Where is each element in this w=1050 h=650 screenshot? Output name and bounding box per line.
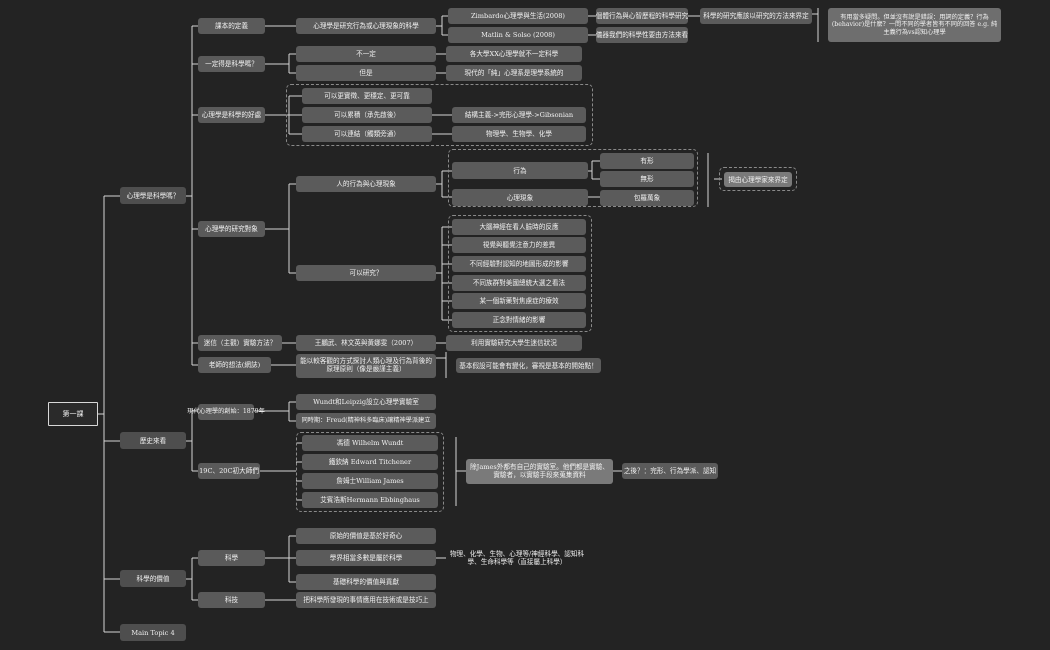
research-item-6[interactable]: 正念對情緒的影響 — [452, 312, 586, 328]
node-def[interactable]: 課本的定義 — [198, 18, 265, 34]
node-value[interactable]: 科學的價值 — [120, 570, 186, 587]
node-topic4[interactable]: Main Topic 4 — [120, 624, 186, 641]
research-item-2[interactable]: 視覺與聽覺注意力的差異 — [452, 237, 586, 253]
masters-group-frame — [296, 432, 444, 512]
decide-frame — [719, 167, 797, 191]
def-zim[interactable]: Zimbardo心理學與生活(2008) — [448, 8, 588, 24]
def-zim-note[interactable]: 個體行為與心智歷程的科學研究 — [596, 8, 688, 24]
good-a[interactable]: 可以更實徵、更穩定、更可靠 — [302, 88, 432, 104]
object-decide[interactable]: 揭由心理學家來界定 — [724, 172, 792, 187]
def-zim-note2[interactable]: 科學的研究應該以研究的方法來界定 — [700, 8, 812, 24]
history-masters[interactable]: 19C、20C初大師們 — [198, 463, 260, 479]
history-wundt-lab[interactable]: Wundt和Leipzig設立心理學實驗室 — [296, 394, 436, 410]
history-freud[interactable]: 同時期：Freud(精神科多臨床)讓精神學派建立 — [296, 413, 436, 429]
def-matlin-note[interactable]: 儀器我們的科學性要由方法來看 — [596, 27, 688, 43]
node-history[interactable]: 歷史來看 — [120, 432, 186, 449]
node-teacher[interactable]: 老師的想法(網誌) — [198, 357, 271, 373]
must-but-note[interactable]: 現代的「純」心理系是理學系統的 — [446, 65, 582, 81]
node-good[interactable]: 心理學是科學的好處 — [198, 107, 265, 123]
object-research[interactable]: 可以研究？ — [296, 265, 436, 281]
value-tech[interactable]: 科技 — [198, 592, 265, 608]
def-main[interactable]: 心理學是研究行為或心理現象的科學 — [296, 18, 436, 34]
method-main[interactable]: 王鵬武、林文英與黃娜雯（2007） — [296, 335, 436, 351]
must-no-note[interactable]: 各大學XX心理學就不一定科學 — [446, 46, 582, 62]
research-item-4[interactable]: 不同族群對美國總統大選之看法 — [452, 275, 586, 291]
science-2-note[interactable]: 物理、化學、生物、心理等/神經科學、認知科學、生命科學等（直接屬上科學） — [449, 550, 585, 566]
science-3[interactable]: 基礎科學的價值與貢獻 — [296, 574, 436, 590]
node-method[interactable]: 迷信（主觀）實驗方法？ — [198, 335, 282, 351]
def-matlin[interactable]: Matlin & Solso (2008) — [448, 27, 588, 43]
teacher-main[interactable]: 能以較客觀的方式探討人類心理及行為背後的原理原則（像是嚴謹主義） — [296, 354, 436, 378]
research-item-3[interactable]: 不同經驗對認知的地圖形成的影響 — [452, 256, 586, 272]
masters-note[interactable]: 除James外都有自己的實驗室。他們都是實驗、實驗者，以實驗手段來蒐集資料 — [466, 459, 613, 484]
object-all[interactable]: 包羅萬象 — [600, 190, 694, 206]
good-b-note[interactable]: 結構主義->完形心理學->Gibsonian — [452, 107, 586, 123]
science-2[interactable]: 學界相當多數是屬於科學 — [296, 550, 436, 566]
must-but[interactable]: 但是 — [296, 65, 436, 81]
research-group-frame — [448, 215, 592, 332]
teacher-note[interactable]: 基本假設可能會有變化，審視是基本的開始點！ — [456, 358, 601, 373]
good-c[interactable]: 可以連結（觸類旁通） — [302, 126, 432, 142]
node-psych[interactable]: 心理學是科學嗎？ — [120, 187, 186, 204]
value-science[interactable]: 科學 — [198, 550, 265, 566]
must-no[interactable]: 不一定 — [296, 46, 436, 62]
tech-1[interactable]: 把科學所發現的事情應用在技術或是技巧上 — [296, 592, 436, 608]
root-node[interactable]: 第一課 — [48, 402, 98, 426]
master-3[interactable]: 詹姆士William James — [302, 473, 438, 489]
master-1[interactable]: 馮德 Wilhelm Wundt — [302, 435, 438, 451]
def-comment[interactable]: 有用當多疑問。但並沒有說是錯誤：用詞的定義？行為(behavior)是什麼？一問… — [828, 8, 1001, 42]
research-item-5[interactable]: 某一個新藥對焦慮症的療效 — [452, 293, 586, 309]
object-invisible[interactable]: 無形 — [600, 171, 694, 187]
method-note[interactable]: 利用實驗研究大學生迷信狀況 — [446, 335, 582, 351]
object-act[interactable]: 行為 — [452, 162, 588, 179]
good-c-note[interactable]: 物理學、生物學、化學 — [452, 126, 586, 142]
history-after[interactable]: 之後？：完形、行為學派、認知 — [622, 463, 718, 479]
good-group-frame — [286, 84, 593, 146]
node-object[interactable]: 心理學的研究對象 — [198, 221, 265, 237]
research-item-1[interactable]: 大腦神經在看人臉時的反應 — [452, 219, 586, 235]
object-behavior[interactable]: 人的行為與心理現象 — [296, 176, 436, 192]
behavior-group-frame — [448, 149, 698, 207]
science-1[interactable]: 原始的價值是基於好奇心 — [296, 528, 436, 544]
good-b[interactable]: 可以累積（承先啟後） — [302, 107, 432, 123]
object-mental[interactable]: 心理現象 — [452, 189, 588, 206]
master-4[interactable]: 艾賓浩斯Hermann Ebbinghaus — [302, 492, 438, 508]
object-visible[interactable]: 有形 — [600, 153, 694, 169]
history-modern[interactable]: 現代心理學的創始：1879年 — [187, 404, 265, 420]
node-must[interactable]: 一定得是科學嗎？ — [198, 56, 265, 72]
master-2[interactable]: 鐵欽納 Edward Titchener — [302, 454, 438, 470]
